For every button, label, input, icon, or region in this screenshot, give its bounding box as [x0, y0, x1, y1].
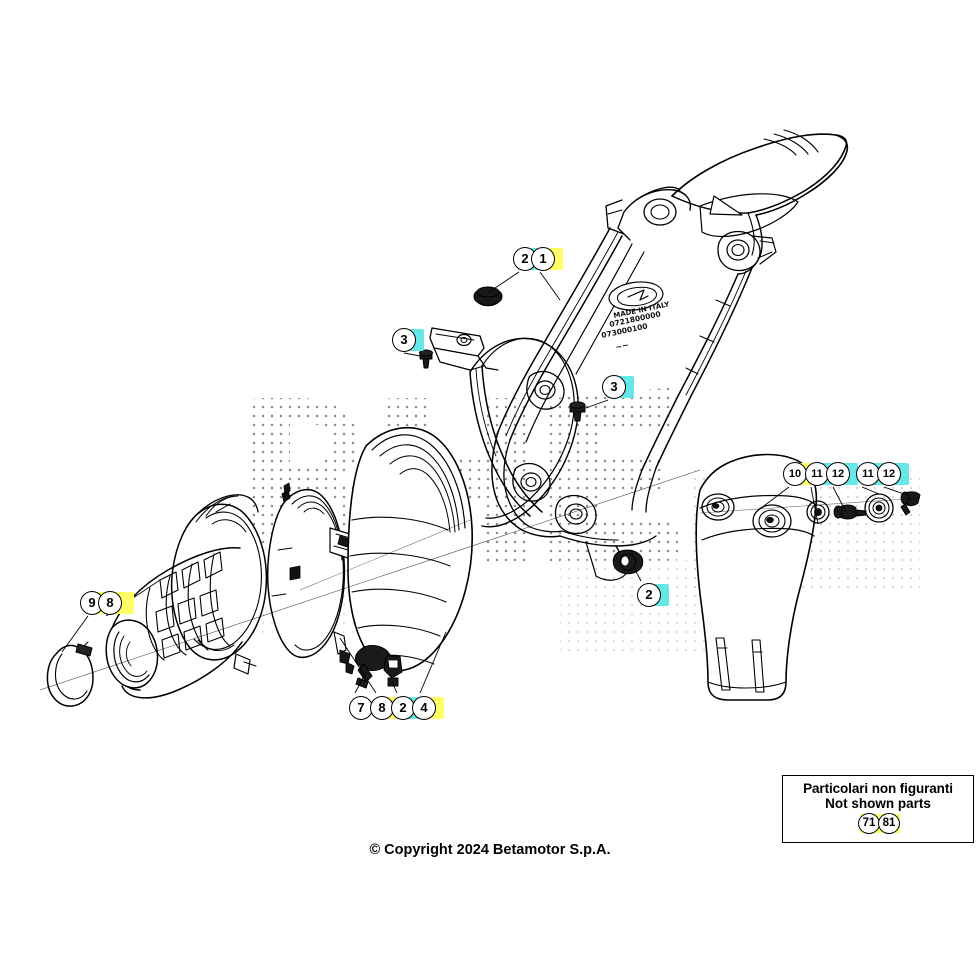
callout-bubble-12[interactable]: 12	[826, 462, 850, 486]
callout-bubble-2[interactable]: 2	[637, 583, 661, 607]
rear-subframe-assembly	[419, 129, 849, 581]
not-shown-title-english: Not shown parts	[825, 796, 931, 811]
callout-bubble-3[interactable]: 3	[602, 375, 626, 399]
side-panel-right	[695, 453, 818, 701]
airbox-cover-panel	[266, 482, 355, 675]
screw-12a	[833, 504, 867, 520]
bolt-part-3-left	[419, 349, 433, 369]
callout-bubble-8[interactable]: 8	[98, 591, 122, 615]
bolt-part-3-right	[569, 401, 586, 422]
rubber-grommet-upper	[473, 286, 503, 307]
not-shown-parts-box: Particolari non figuranti Not shown part…	[782, 775, 974, 843]
hose-clamp	[46, 641, 94, 707]
leader-lines	[39, 271, 921, 694]
callout-bubble-2[interactable]: 2	[391, 696, 415, 720]
callout-bubble-10[interactable]: 10	[783, 462, 807, 486]
callout-bubble-12[interactable]: 12	[877, 462, 901, 486]
not-shown-title-italian: Particolari non figuranti	[803, 781, 953, 796]
not-shown-bubble-81[interactable]: 81	[878, 813, 900, 834]
copyright-text: © Copyright 2024 Betamotor S.p.A.	[369, 842, 611, 858]
air-filter-element	[347, 427, 474, 672]
clip-part-4	[383, 655, 403, 687]
grommet-bush-11b	[864, 493, 894, 523]
airbox-body	[105, 494, 268, 699]
rubber-grommet-lower	[612, 549, 644, 575]
not-shown-bubble-71[interactable]: 71	[858, 813, 880, 834]
callout-bubble-4[interactable]: 4	[412, 696, 436, 720]
svg-text:~~: ~~	[615, 340, 630, 352]
callout-bubble-3[interactable]: 3	[392, 328, 416, 352]
callout-bubble-1[interactable]: 1	[531, 247, 555, 271]
frame-decal: MADE IN ITALY 0721800000 073000100 ~~	[601, 281, 671, 352]
